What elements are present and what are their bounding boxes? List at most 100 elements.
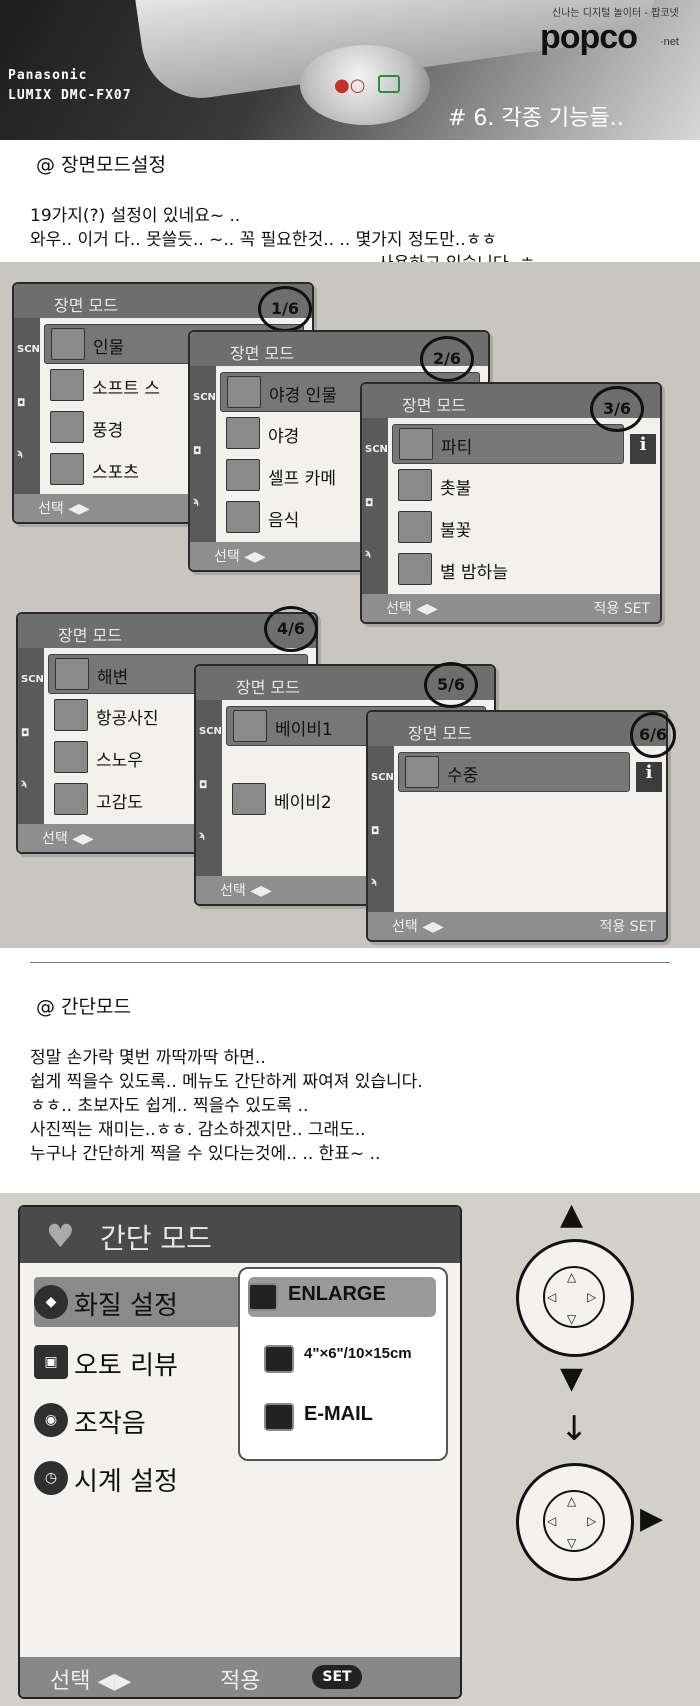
self-portrait-icon <box>226 459 260 491</box>
menu-item-clock[interactable]: ◷시계 설정 <box>34 1453 244 1503</box>
page-indicator: 6/6 <box>630 712 676 758</box>
sports-icon <box>50 453 84 485</box>
page-indicator: 3/6 <box>590 386 644 432</box>
scene-option[interactable]: 별 밤하늘 <box>392 550 624 588</box>
scene-panel: 장면 모드 SCN◘ϡ 인물 소프트 스 풍경 스포츠 선택 ◀▶ <box>12 282 314 524</box>
scene-option[interactable]: 음식 <box>220 498 480 536</box>
arrow-up-icon: ▲ <box>560 1197 584 1232</box>
control-pad-bottom[interactable]: △ ▽ ◁ ▷ <box>516 1463 634 1581</box>
scene-option[interactable]: 베이비2 <box>226 780 486 818</box>
simple-section-heading: @ 간단모드 <box>36 996 131 1018</box>
baby2-icon <box>232 783 266 815</box>
info-icon[interactable]: i <box>636 762 662 792</box>
simple-text-line: 누구나 간단하게 찍을 수 있다는것에.. .. 한표~ .. <box>30 1144 381 1164</box>
camera-icon: ◘ <box>193 446 202 457</box>
brand-line-2: LUMIX DMC-FX07 <box>8 88 132 103</box>
menu-item-label: 조작음 <box>74 1409 146 1439</box>
option-enlarge[interactable]: ENLARGE <box>248 1277 436 1317</box>
scene-option-label: 셀프 카메 <box>268 469 336 489</box>
menu-item-label: 화질 설정 <box>74 1291 178 1321</box>
camera-icon: ◘ <box>21 728 30 739</box>
menu-item-beep[interactable]: ◉조작음 <box>34 1395 244 1445</box>
wrench-icon: ϡ <box>371 876 378 887</box>
snow-icon <box>54 741 88 773</box>
footer-left: 선택 ◀▶ <box>392 919 444 935</box>
simple-panel-title-text: 간단 모드 <box>100 1222 212 1255</box>
footer-left: 선택 ◀▶ <box>386 601 438 617</box>
scene-option[interactable]: 소프트 스 <box>44 366 304 404</box>
panel-title: 장면 모드 <box>368 712 666 746</box>
simple-text-line: ㅎㅎ.. 초보자도 쉽게.. 찍을수 있도록 .. <box>30 1096 309 1116</box>
pad-right-arrow-icon: ▷ <box>587 1290 597 1304</box>
scene-option-label: 촛불 <box>440 479 472 499</box>
panel-sidebar: SCN◘ϡ <box>18 648 44 824</box>
scene-option[interactable]: 고감도 <box>48 780 308 818</box>
footer-apply-label: 적용 <box>220 1669 261 1694</box>
wrench-icon: ϡ <box>193 496 200 507</box>
site-logo-suffix: ·net <box>660 36 679 48</box>
pad-left-arrow-icon: ◁ <box>547 1290 557 1304</box>
scene-option-label: 베이비1 <box>275 720 333 740</box>
scene-option[interactable]: 파티 <box>392 424 624 464</box>
menu-item-label: 시계 설정 <box>74 1467 178 1497</box>
scene-option[interactable]: 셀프 카메 <box>220 456 480 494</box>
simple-text-line: 정말 손가락 몇번 까딱까딱 하면.. <box>30 1048 266 1068</box>
portrait-icon <box>51 328 85 360</box>
email-icon <box>264 1403 294 1431</box>
scene-option[interactable]: 촛불 <box>392 466 624 504</box>
scn-label: SCN <box>199 726 222 737</box>
dial-play-icon <box>378 75 400 93</box>
scene-section-heading: @ 장면모드설정 <box>36 154 166 176</box>
menu-item-quality[interactable]: ◆화질 설정 <box>34 1277 244 1327</box>
scene-option[interactable]: 야경 <box>220 414 480 452</box>
aerial-photo-icon <box>54 699 88 731</box>
food-icon <box>226 501 260 533</box>
option-label: 4"×6"/10×15cm <box>304 1345 412 1362</box>
option-label: ENLARGE <box>288 1283 386 1305</box>
control-pad-top[interactable]: △ ▽ ◁ ▷ <box>516 1239 634 1357</box>
scene-option[interactable]: 수중 <box>398 752 630 792</box>
flow-arrow-icon: ↓ <box>560 1409 589 1449</box>
site-tagline: 신나는 디지털 놀이터 - 팝코넷 <box>552 8 679 19</box>
panel-footer: 선택 ◀▶ 적용 SET <box>362 594 660 622</box>
print-size-icon <box>264 1345 294 1373</box>
scene-option-label: 스포츠 <box>92 463 139 483</box>
footer-select-label: 선택 ◀▶ <box>50 1669 132 1694</box>
scn-label: SCN <box>371 772 394 783</box>
scene-text-line: 19가지(?) 설정이 있네요~ .. <box>30 206 241 226</box>
camera-mode-dial: ●○ <box>300 45 430 125</box>
pad-down-arrow-icon: ▽ <box>567 1312 577 1326</box>
auto-review-icon: ▣ <box>34 1345 68 1379</box>
quality-icon: ◆ <box>34 1285 68 1319</box>
simple-mode-photo: ♥ 간단 모드 ◆화질 설정 ▣오토 리뷰 ◉조작음 ◷시계 설정 ENLARGE… <box>0 1193 700 1706</box>
beach-icon <box>55 658 89 690</box>
scene-option[interactable]: 스포츠 <box>44 450 304 488</box>
scene-option-label: 불꽃 <box>440 521 472 541</box>
scn-label: SCN <box>21 674 44 685</box>
control-pad-center[interactable] <box>543 1266 605 1328</box>
heart-icon: ♥ <box>46 1217 75 1255</box>
soft-skin-icon <box>50 369 84 401</box>
scene-option-label: 파티 <box>441 438 473 458</box>
scene-option-label: 인물 <box>93 338 125 358</box>
scn-label: SCN <box>17 344 40 355</box>
pad-up-arrow-icon: △ <box>567 1494 577 1508</box>
control-pad-center[interactable] <box>543 1490 605 1552</box>
scene-option-label: 별 밤하늘 <box>440 563 508 583</box>
info-icon[interactable]: i <box>630 434 656 464</box>
page-indicator: 1/6 <box>258 286 312 332</box>
high-sensitivity-icon <box>54 783 88 815</box>
scene-option[interactable]: 스노우 <box>48 738 308 776</box>
brand-line-1: Panasonic <box>8 68 88 83</box>
panel-sidebar: SCN◘ϡ <box>196 700 222 876</box>
scene-option[interactable]: 항공사진 <box>48 696 308 734</box>
option-print-size[interactable]: 4"×6"/10×15cm <box>264 1339 444 1379</box>
menu-item-auto-review[interactable]: ▣오토 리뷰 <box>34 1337 244 1387</box>
footer-right: 적용 SET <box>593 601 651 617</box>
simple-panel-title: ♥ 간단 모드 <box>20 1207 460 1263</box>
option-email[interactable]: E-MAIL <box>264 1397 444 1437</box>
option-label: E-MAIL <box>304 1403 373 1425</box>
scene-option[interactable]: 불꽃 <box>392 508 624 546</box>
scene-option[interactable]: 풍경 <box>44 408 304 446</box>
scene-option-label: 항공사진 <box>96 709 159 729</box>
